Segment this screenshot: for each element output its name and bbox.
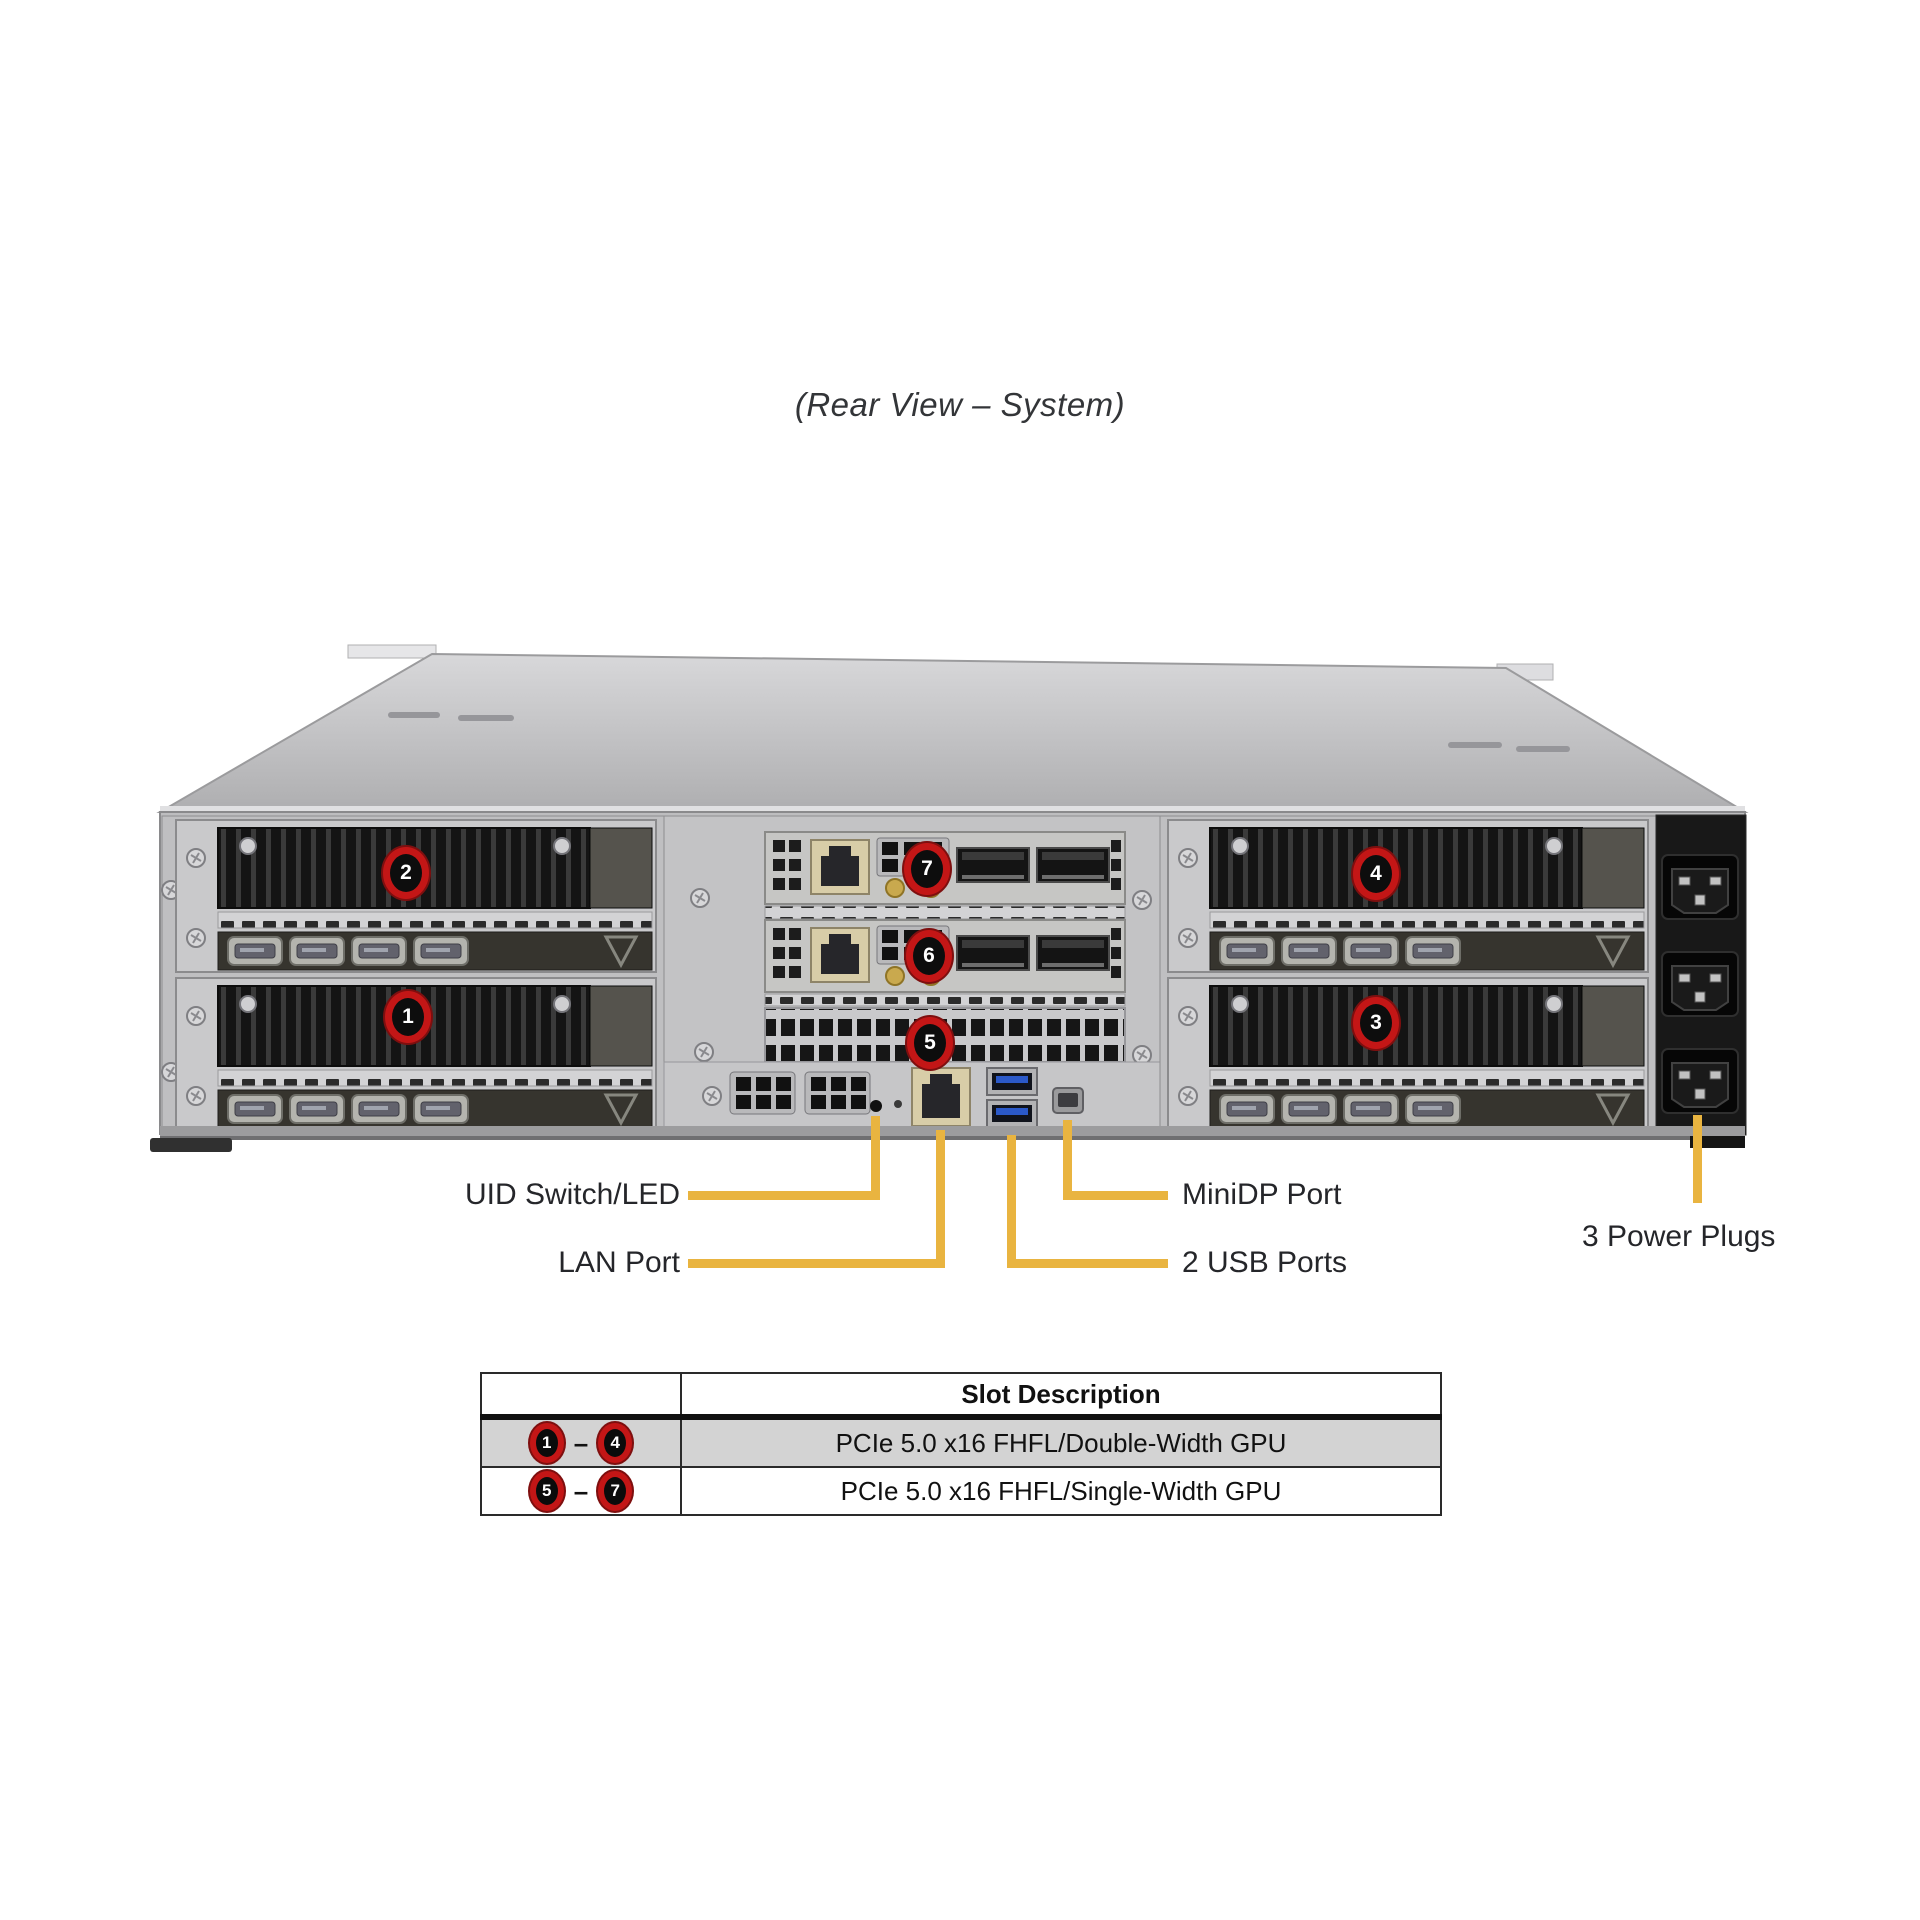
table-row-slots-1-4: 1 – 4 PCIe 5.0 x16 FHFL/Double-Width GPU	[480, 1416, 1442, 1468]
label-usb-ports: 2 USB Ports	[1182, 1246, 1348, 1279]
range-dash: –	[573, 1427, 589, 1458]
figure-title: (Rear View – System)	[794, 386, 1126, 423]
uid-led	[894, 1100, 902, 1108]
slot-callout-3: 3	[1353, 997, 1399, 1049]
slot-callout-5: 5	[907, 1017, 953, 1069]
uid-callout-line-horizontal	[688, 1191, 880, 1200]
usb-callout-line-vertical	[1007, 1135, 1016, 1268]
slot-description-1-4: PCIe 5.0 x16 FHFL/Double-Width GPU	[680, 1416, 1442, 1468]
slot-callout-7: 7	[904, 843, 950, 895]
table-header-slot-description: Slot Description	[680, 1372, 1442, 1420]
usb-ports	[986, 1067, 1038, 1128]
slot-callout-6: 6	[906, 930, 952, 982]
lan-callout-line-vertical	[936, 1130, 945, 1268]
lan-port	[911, 1067, 971, 1127]
power-supply-section	[1655, 814, 1747, 1136]
uid-button	[870, 1100, 882, 1112]
range-dash: –	[573, 1475, 589, 1506]
table-corner-cell	[480, 1372, 682, 1420]
label-power-plugs: 3 Power Plugs	[1582, 1220, 1776, 1253]
slot-callout-1: 1	[385, 991, 431, 1043]
slot-description-table: Slot Description 1 – 4 PCIe 5.0 x16 FHFL…	[480, 1372, 1442, 1516]
slot-badge-1: 1	[529, 1423, 564, 1463]
chassis-top-lid	[156, 644, 1749, 813]
label-lan-port: LAN Port	[558, 1246, 680, 1279]
uid-callout-line-vertical	[871, 1116, 880, 1200]
minidp-callout-line-vertical	[1063, 1120, 1072, 1200]
table-row-slots-5-7: 5 – 7 PCIe 5.0 x16 FHFL/Single-Width GPU	[480, 1466, 1442, 1516]
rear-io-plate	[663, 1061, 1161, 1135]
chassis-rear-face	[150, 806, 1747, 1152]
minidp-port	[1052, 1087, 1084, 1114]
slot-description-5-7: PCIe 5.0 x16 FHFL/Single-Width GPU	[680, 1466, 1442, 1516]
slot-callout-4: 4	[1353, 848, 1399, 900]
slot-callout-2: 2	[383, 847, 429, 899]
usb-callout-line-horizontal	[1007, 1259, 1168, 1268]
label-uid-switch-led: UID Switch/LED	[464, 1178, 680, 1211]
slot-badge-7: 7	[598, 1471, 633, 1511]
slot-range-5-7: 5 – 7	[482, 1468, 680, 1514]
power-callout-line-vertical	[1693, 1115, 1702, 1203]
lan-callout-line-horizontal	[688, 1259, 945, 1268]
table-header-row: Slot Description	[480, 1372, 1442, 1420]
slot-badge-5: 5	[529, 1471, 564, 1511]
slot-range-1-4: 1 – 4	[482, 1420, 680, 1466]
minidp-callout-line-horizontal	[1063, 1191, 1168, 1200]
label-minidp-port: MiniDP Port	[1182, 1178, 1342, 1211]
slot-badge-4: 4	[598, 1423, 633, 1463]
